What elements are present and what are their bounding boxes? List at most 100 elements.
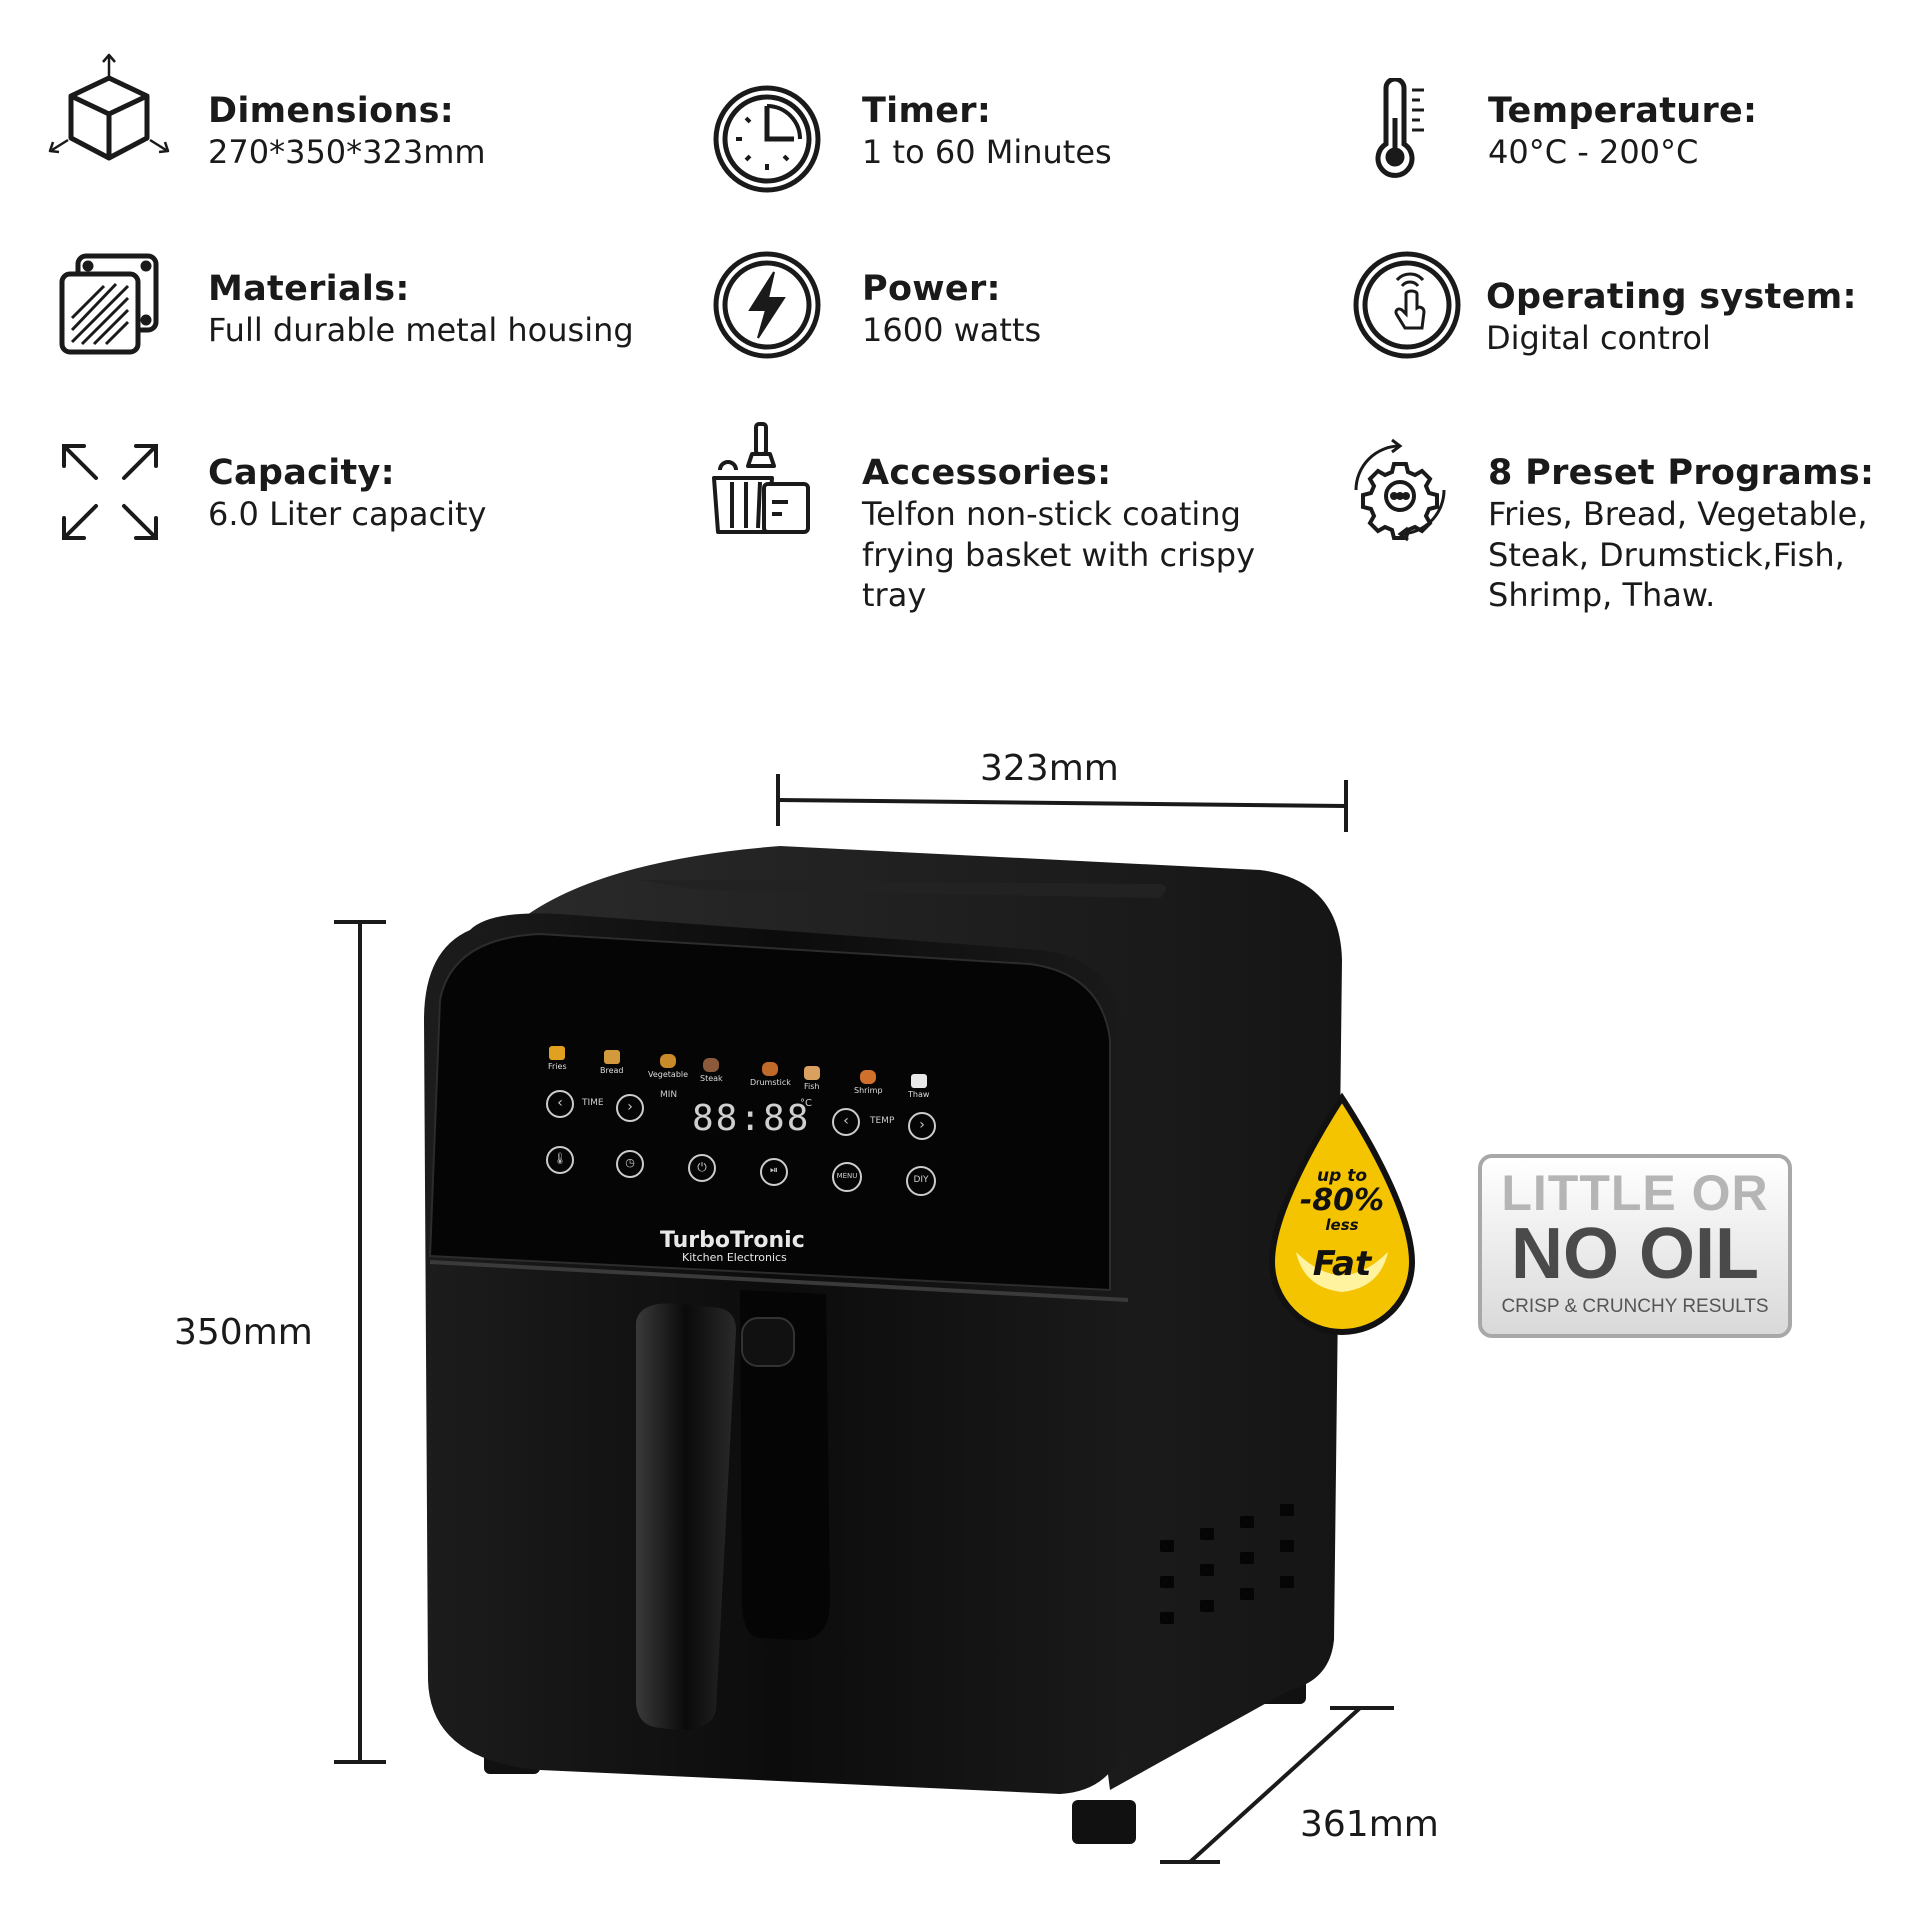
spec-title: Accessories: [862,453,1112,493]
thaw-icon [910,1074,927,1088]
time-control: ‹ TIME › [546,1090,646,1124]
brand-name: TurboTronic [660,1228,805,1253]
fat-badge-percent: -80% [1299,1183,1385,1218]
spec-title: 8 Preset Programs: [1488,453,1875,493]
spec-title: Timer: [862,91,992,131]
spec-accessories: Accessories: Telfon non-stick coating fr… [862,452,1255,616]
bread-icon [603,1050,620,1064]
height-measurement: 350mm [174,1312,313,1353]
temp-decrease-button[interactable]: ‹ [832,1108,860,1136]
preset-label: Thaw [908,1090,930,1099]
no-oil-badge: LITTLE OR NO OIL CRISP & CRUNCHY RESULTS [1478,1154,1792,1338]
spec-title: Power: [862,269,1001,309]
spec-value: 1 to 60 Minutes [862,133,1112,171]
preset-label: Fish [804,1082,820,1091]
spec-value-line: frying basket with crispy [862,535,1256,574]
spec-value: 1600 watts [862,311,1042,349]
expand-capacity-icon [62,444,158,540]
timer-clock-icon [713,85,821,193]
preset-fries[interactable]: Fries [548,1046,567,1071]
no-oil-line3: CRISP & CRUNCHY RESULTS [1501,1296,1769,1317]
spec-value: Full durable metal housing [208,311,634,349]
temp-control: ‹ TEMP › [832,1108,942,1142]
drumstick-icon [762,1062,779,1076]
fat-badge-text: up to -80% less Fat [1262,1166,1422,1284]
shrimp-icon [860,1070,877,1084]
spec-value-line: tray [862,576,927,615]
spec-value-line: Fries, Bread, Vegetable, [1488,495,1868,533]
time-decrease-button[interactable]: ‹ [546,1090,574,1118]
spec-value: 6.0 Liter capacity [208,495,487,533]
preset-fish[interactable]: Fish [804,1066,820,1091]
time-increase-button[interactable]: › [616,1094,644,1122]
spec-value-line: Shrimp, Thaw. [1488,576,1716,615]
preset-shrimp[interactable]: Shrimp [854,1070,883,1095]
play-pause-icon: ⏯ [770,1165,778,1176]
play-pause-button[interactable]: ⏯ [760,1158,788,1186]
fish-icon [804,1066,820,1080]
material-sheets-icon [59,253,159,355]
spec-title: Operating system: [1486,277,1857,317]
thermometer-icon [1375,78,1424,178]
gear-programs-icon [1354,438,1446,542]
spec-operating-system: Operating system: Digital control [1486,276,1857,359]
basket-accessories-icon [712,422,810,534]
spec-materials: Materials: Full durable metal housing [208,268,634,351]
width-measurement: 323mm [980,748,1119,789]
clock-small-icon: ◷ [625,1156,635,1169]
temperature-button[interactable]: 🌡 [546,1146,574,1174]
preset-buttons: Fries Bread Vegetable Steak Drumstick Fi… [548,1046,948,1099]
preset-label: Steak [700,1074,723,1083]
brand-logo: TurboTronic Kitchen Electronics [660,1228,805,1264]
spec-temperature: Temperature: 40°C - 200°C [1488,90,1757,173]
time-label: TIME [582,1098,604,1108]
preset-label: Bread [600,1066,624,1075]
spec-title: Temperature: [1488,91,1758,131]
spec-timer: Timer: 1 to 60 Minutes [862,90,1112,173]
preset-label: Vegetable [648,1070,689,1079]
power-button[interactable]: ⏻ [688,1154,716,1182]
spec-value: Digital control [1486,319,1711,357]
fat-badge-line: up to [1317,1166,1367,1186]
function-buttons: 🌡 ◷ ⏻ ⏯ MENU DIY [546,1146,946,1206]
fat-badge-fat: Fat [1312,1244,1372,1284]
spec-power: Power: 1600 watts [862,268,1041,351]
min-label: MIN [660,1090,678,1100]
preset-label: Drumstick [750,1078,791,1087]
preset-thaw[interactable]: Thaw [908,1074,929,1099]
celsius-label: °C [800,1098,812,1109]
brand-tagline: Kitchen Electronics [682,1251,787,1264]
touch-control-icon [1353,251,1461,359]
power-lightning-icon [713,251,821,359]
steak-icon [703,1058,720,1072]
diy-button[interactable]: DIY [906,1166,936,1196]
power-icon: ⏻ [697,1160,707,1174]
preset-drumstick[interactable]: Drumstick [750,1062,791,1087]
spec-title: Capacity: [208,453,395,493]
spec-dimensions: Dimensions: 270*350*323mm [208,90,486,173]
led-display: 88:88 [692,1098,811,1139]
fries-icon [549,1046,566,1060]
preset-label: Shrimp [854,1086,883,1095]
spec-value: 40°C - 200°C [1488,133,1699,171]
preset-vegetable[interactable]: Vegetable [648,1054,688,1079]
no-oil-line1: LITTLE OR [1501,1165,1769,1221]
spec-title: Materials: [208,269,410,309]
menu-button[interactable]: MENU [832,1162,862,1192]
fat-reduction-drop-badge [1268,1092,1416,1335]
no-oil-line2: NO OIL [1511,1214,1759,1294]
depth-measurement: 361mm [1300,1804,1439,1845]
preset-bread[interactable]: Bread [600,1050,624,1075]
fat-badge-line: less [1325,1216,1359,1234]
spec-title: Dimensions: [208,91,455,131]
timer-button[interactable]: ◷ [616,1150,644,1178]
preset-steak[interactable]: Steak [700,1058,723,1083]
spec-preset-programs: 8 Preset Programs: Fries, Bread, Vegetab… [1488,452,1874,616]
temp-label: TEMP [870,1116,895,1126]
temp-increase-button[interactable]: › [908,1112,936,1140]
preset-label: Fries [548,1062,567,1071]
spec-value: 270*350*323mm [208,133,486,171]
thermometer-small-icon: 🌡 [553,1152,567,1165]
